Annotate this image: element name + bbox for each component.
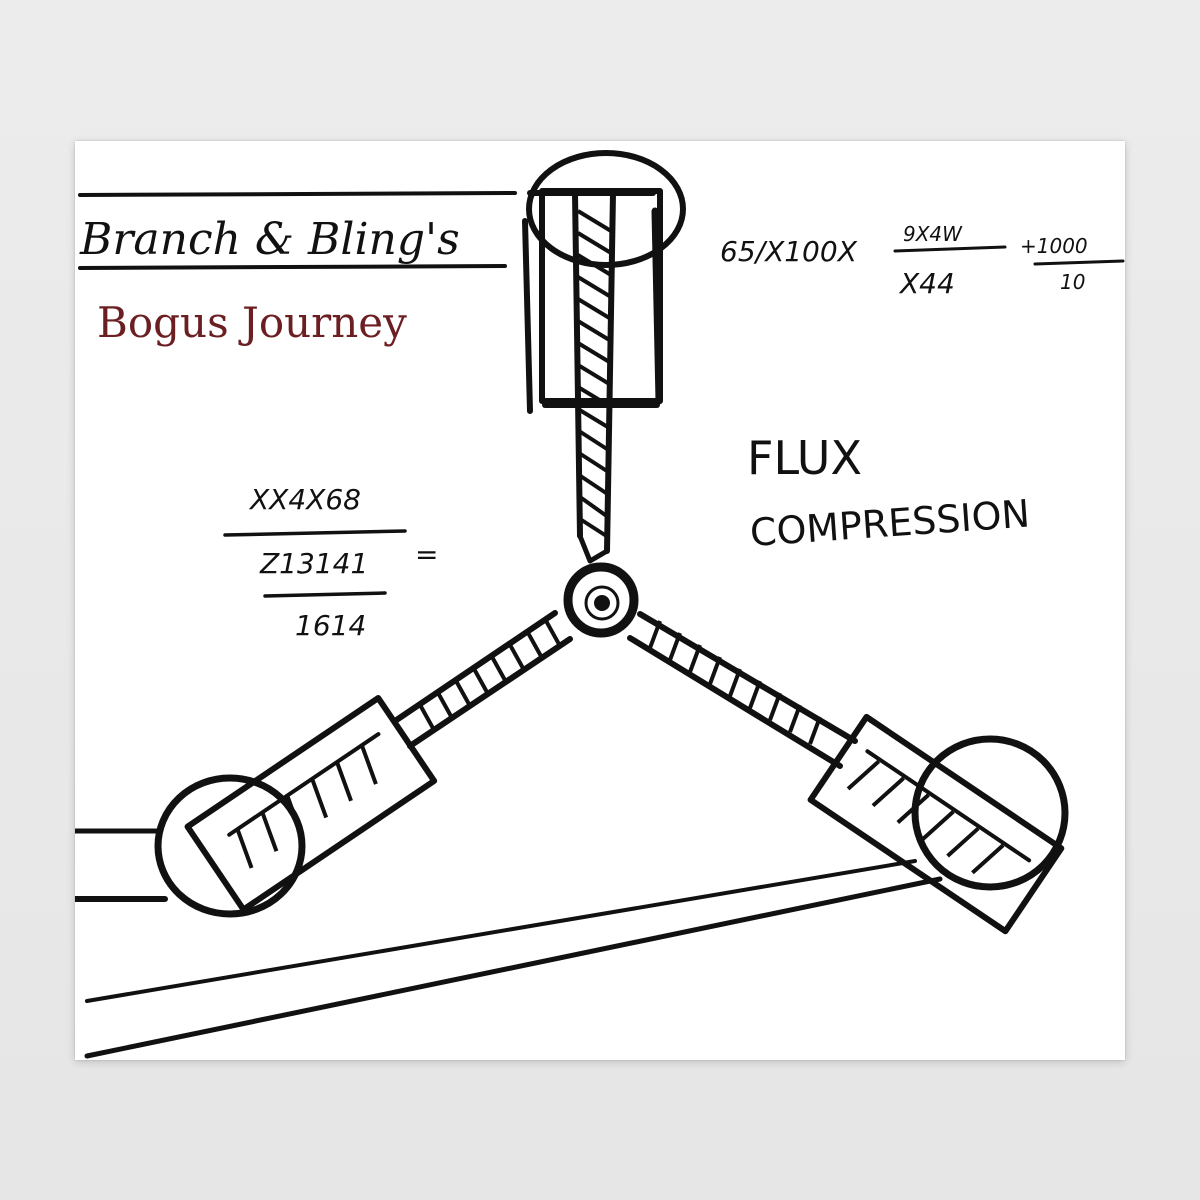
top-cap-ring	[526, 150, 686, 268]
formula-left: XX4X68 Z13141 = 1614	[223, 483, 438, 642]
top-tube-tip	[577, 533, 610, 564]
formula-left-bar-2	[263, 591, 387, 598]
formula-top-plus-denominator: 10	[1060, 270, 1085, 294]
right-arm	[627, 611, 1069, 935]
hub-inner-ring	[584, 585, 620, 621]
title-rule-top	[78, 191, 517, 197]
top-tube-left	[572, 190, 583, 539]
formula-left-numerator: XX4X68	[248, 483, 361, 516]
base-line-lower	[84, 876, 943, 1059]
right-tube-bottom	[627, 635, 843, 769]
left-tube-twist	[417, 618, 562, 731]
formula-top-numerator: 9X4W	[903, 222, 963, 246]
formula-left-bar-1	[223, 529, 407, 537]
top-housing	[539, 188, 663, 404]
formula-left-equals: =	[415, 538, 438, 571]
left-housing-band	[227, 732, 381, 837]
canvas-print: Branch & Bling's Bogus Journey 65/X100X …	[75, 141, 1125, 1060]
formula-top-lead: 65/X100X	[720, 235, 858, 268]
top-tube-twist	[576, 209, 613, 539]
base-line-upper	[85, 859, 917, 1003]
right-tube-twist	[648, 620, 822, 745]
hub-outer-ring	[563, 562, 639, 638]
left-arm	[75, 610, 573, 918]
right-housing	[807, 713, 1065, 935]
flux-capacitor-drawing: Branch & Bling's Bogus Journey 65/X100X …	[75, 150, 1125, 1059]
top-housing-inner-right	[651, 207, 663, 405]
formula-left-bottom: 1614	[295, 609, 366, 642]
right-end-cap	[911, 735, 1069, 891]
title-line-1: Branch & Bling's	[79, 214, 460, 265]
title-rule-mid	[78, 264, 507, 270]
formula-top-plus-numerator: +1000	[1020, 234, 1088, 258]
top-arm	[522, 150, 686, 564]
formula-top: 65/X100X 9X4W X44 +1000 10	[720, 222, 1125, 300]
right-tube-top	[637, 611, 858, 744]
left-housing-twist	[235, 744, 378, 869]
flux-label: FLUX	[747, 431, 862, 485]
title-line-2: Bogus Journey	[97, 298, 407, 347]
right-housing-band	[865, 749, 1032, 863]
compression-label: COMPRESSION	[749, 492, 1032, 555]
hub-center-dot	[594, 595, 610, 611]
top-tube-right	[604, 190, 616, 554]
left-housing	[184, 695, 438, 913]
formula-top-bar	[893, 245, 1007, 253]
top-housing-inner-left	[522, 218, 533, 414]
formula-top-denominator: X44	[898, 267, 955, 300]
left-end-cap	[154, 774, 306, 918]
center-hub	[563, 562, 639, 638]
formula-top-plus-bar	[1033, 259, 1125, 266]
formula-left-denominator: Z13141	[259, 547, 368, 580]
